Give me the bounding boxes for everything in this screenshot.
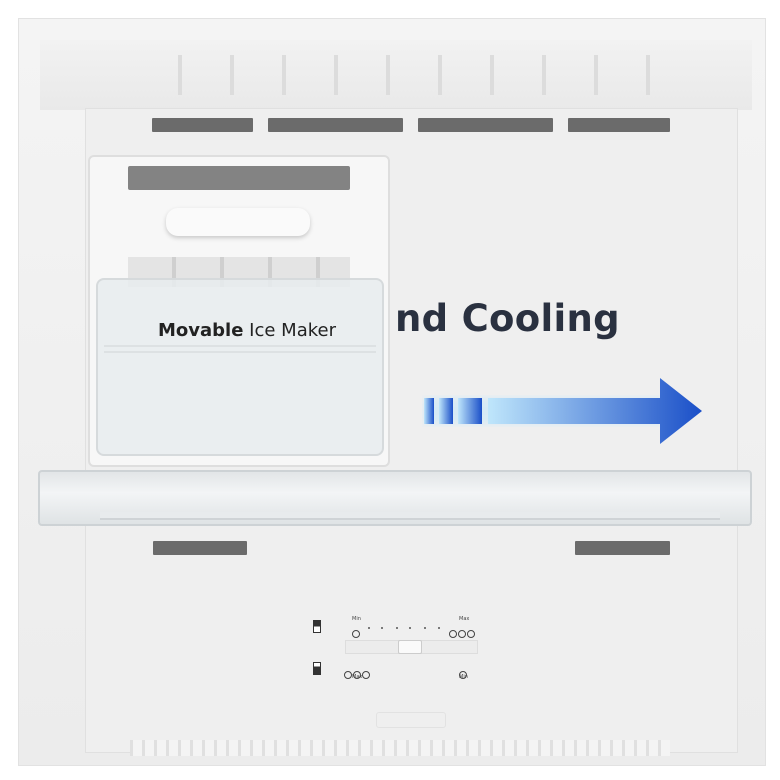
fridge-icon: [313, 662, 321, 675]
ice-maker-slot: [128, 166, 350, 190]
headline: nd Cooling: [395, 297, 620, 340]
label-rest: Ice Maker: [249, 320, 336, 341]
fridge-min-label: Min: [459, 674, 468, 680]
freezer-min-label: Min: [352, 616, 361, 622]
snowflake-min-icon: [352, 623, 361, 642]
air-vent: [153, 541, 247, 555]
freezer-icon: [313, 620, 321, 633]
temperature-slider-knob[interactable]: [398, 640, 422, 654]
drop-max-icon: [344, 664, 371, 683]
air-vent: [418, 118, 553, 132]
scale-dot: [438, 627, 440, 629]
drop-min-icon: [459, 664, 468, 683]
fridge-max-label: Max: [352, 674, 363, 680]
scale-dot: [381, 627, 383, 629]
air-vent: [575, 541, 670, 555]
air-vent: [152, 118, 253, 132]
ice-bucket[interactable]: [96, 278, 384, 456]
mode-badge: [376, 712, 446, 728]
ice-maker-label: Movable Ice Maker: [158, 320, 336, 341]
scale-dot: [424, 627, 426, 629]
label-bold: Movable: [158, 320, 244, 341]
snowflake-max-icon: [449, 623, 476, 642]
air-vent: [268, 118, 403, 132]
freezer-max-label: Max: [459, 616, 470, 622]
airflow-arrow-icon: [424, 378, 702, 444]
scale-dot: [409, 627, 411, 629]
shelf-lip: [100, 512, 720, 520]
bucket-rim: [104, 345, 376, 353]
bottom-grille: [130, 740, 670, 756]
top-ribs: [130, 55, 690, 95]
air-vent: [568, 118, 670, 132]
ice-maker-handle[interactable]: [166, 208, 310, 236]
scale-dot: [368, 627, 370, 629]
scale-dot: [396, 627, 398, 629]
